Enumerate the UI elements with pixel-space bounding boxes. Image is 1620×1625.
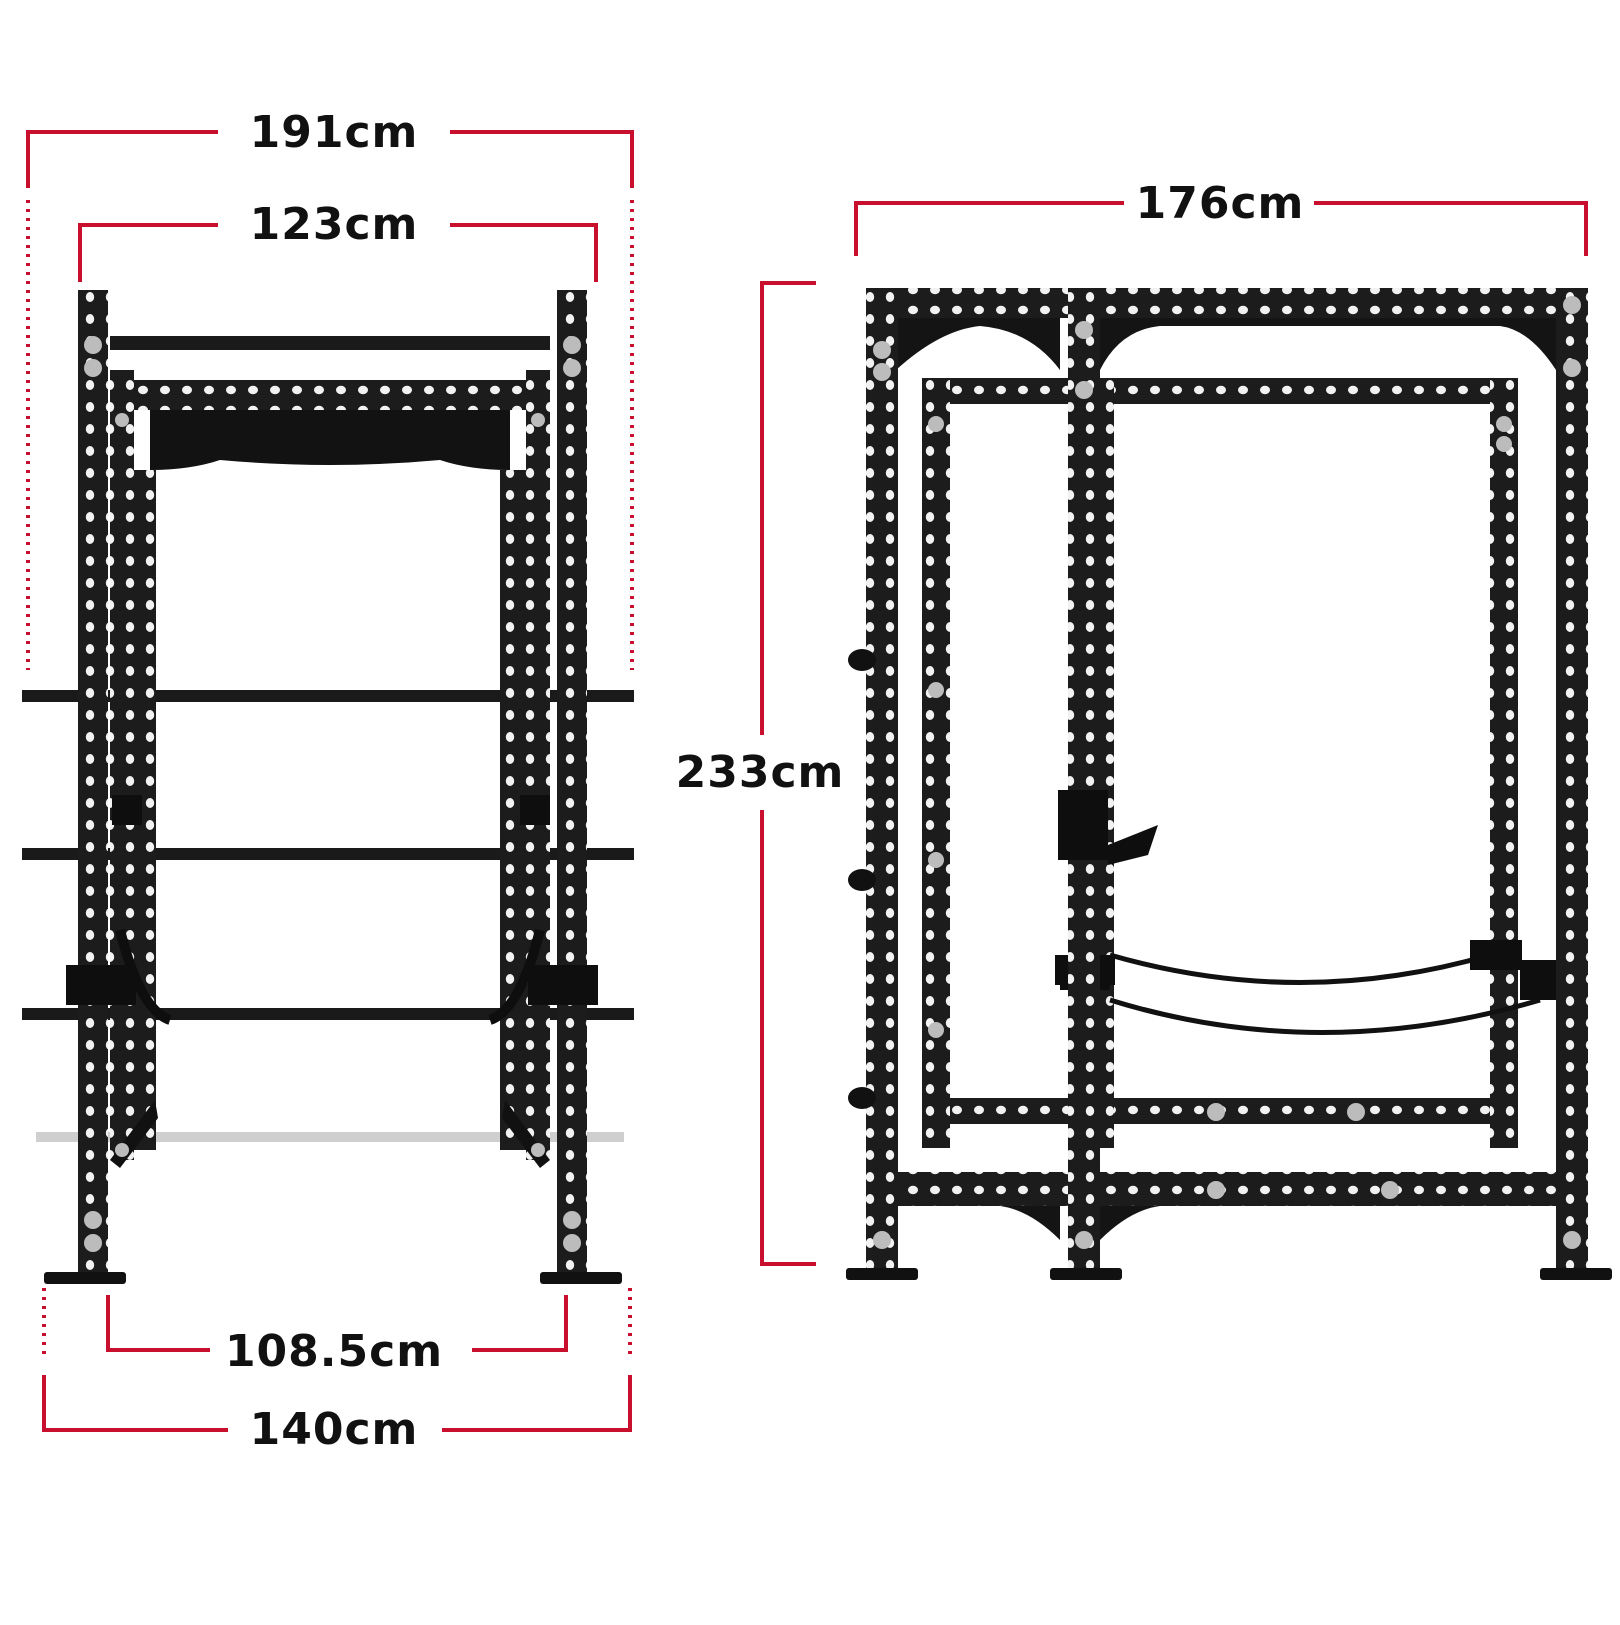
weight-horn xyxy=(848,649,876,671)
base-gusset xyxy=(1000,1206,1060,1240)
storage-peg xyxy=(22,848,634,860)
front-upright-left xyxy=(78,290,108,1280)
side-front-upright-left xyxy=(866,288,898,1278)
base-gusset xyxy=(1100,1206,1160,1240)
band-upper xyxy=(1109,952,1491,985)
safety-strap-right xyxy=(488,928,545,1025)
dimension-lines xyxy=(26,130,1588,1432)
front-upright-right xyxy=(557,290,587,1280)
dim-label-front-outer-top: 191cm xyxy=(249,107,419,158)
side-foot-plate xyxy=(846,1268,918,1280)
dim-label-front-inner-base: 108.5cm xyxy=(224,1326,444,1377)
safety-strap-left xyxy=(115,928,172,1025)
weight-horn xyxy=(848,1087,876,1109)
bolts-front xyxy=(84,336,581,1252)
dim-line-176-right xyxy=(1314,201,1588,256)
dim-line-140-left xyxy=(42,1375,228,1432)
dim-line-191-right xyxy=(450,130,634,188)
weight-horn xyxy=(848,869,876,891)
side-rear-upright-right xyxy=(1490,378,1518,1148)
dim-line-108-left xyxy=(106,1295,210,1352)
band-peg xyxy=(1470,940,1522,970)
dim-line-140-right xyxy=(442,1375,632,1432)
side-view-rack xyxy=(846,288,1612,1280)
side-foot-plate xyxy=(1050,1268,1122,1280)
safety-arm-right xyxy=(528,965,598,1005)
side-front-upright-mid xyxy=(1068,288,1100,1278)
foot-plate-right xyxy=(540,1272,622,1284)
front-upright-right-inner xyxy=(526,370,550,1160)
safety-arm-left xyxy=(66,965,136,1005)
top-gusset-left xyxy=(896,318,1060,370)
top-gusset-right xyxy=(1100,318,1556,370)
storage-peg xyxy=(22,690,634,702)
storage-peg xyxy=(36,1132,624,1142)
side-rear-top-beam xyxy=(930,378,1500,404)
j-hook-right xyxy=(520,795,550,825)
dim-label-side-depth: 176cm xyxy=(1135,178,1305,229)
side-j-hook xyxy=(1058,790,1108,860)
side-rear-upright-left xyxy=(922,378,950,1148)
dim-label-front-outer-base: 140cm xyxy=(249,1404,419,1455)
storage-peg xyxy=(22,1008,634,1020)
side-j-hook-lip xyxy=(1108,825,1158,865)
front-view-rack xyxy=(22,290,634,1284)
band-lower xyxy=(1109,997,1541,1035)
top-plate-logo-panel xyxy=(150,410,510,470)
dim-line-123-right xyxy=(450,223,598,282)
foot-plate-left xyxy=(44,1272,126,1284)
dim-line-123-left xyxy=(78,223,218,282)
j-hook-left xyxy=(112,795,142,825)
pull-up-bar xyxy=(110,336,550,350)
side-front-top-beam xyxy=(866,288,1586,318)
bolts-side xyxy=(873,296,1581,1249)
dim-line-108-right xyxy=(472,1295,568,1352)
dim-line-191-left xyxy=(26,130,218,188)
dim-line-233-bottom xyxy=(760,810,816,1266)
dim-label-height: 233cm xyxy=(669,747,851,799)
dim-line-233-top xyxy=(760,281,816,735)
top-plate xyxy=(130,380,530,410)
side-front-upright-right xyxy=(1556,288,1588,1278)
side-foot-plate xyxy=(1540,1268,1612,1280)
dim-line-176-left xyxy=(854,201,1124,256)
front-upright-left-inner xyxy=(110,370,134,1160)
dim-label-front-inner-top: 123cm xyxy=(249,199,419,250)
